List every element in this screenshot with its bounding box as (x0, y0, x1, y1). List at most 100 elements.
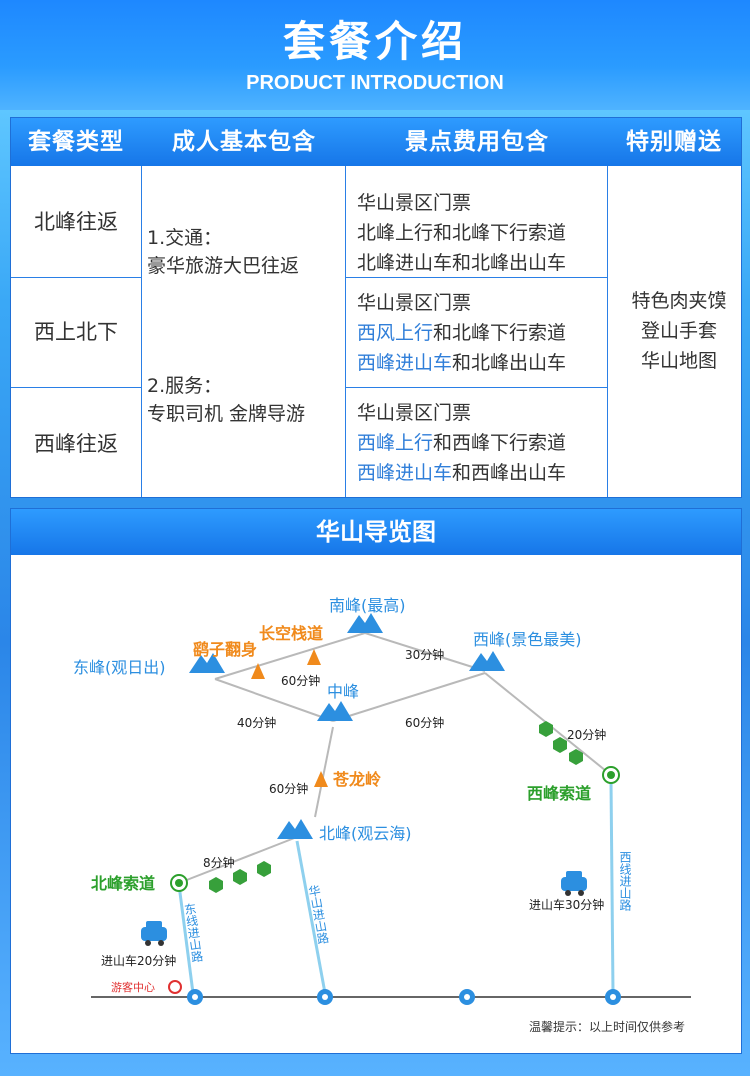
gift-item: 特色肉夹馍 (631, 290, 727, 312)
divider (607, 166, 608, 497)
stop-marker (459, 989, 475, 1005)
adult-service-title: 2.服务： (147, 375, 223, 397)
sight-marker-canglong (314, 771, 328, 787)
sight-label-changkong: 长空栈道 (259, 624, 323, 643)
fee-highlight: 西峰上行 (357, 432, 434, 454)
cableway-label-west: 西峰索道 (527, 784, 591, 803)
fee-line: 北峰进山车和北峰出山车 (357, 248, 617, 278)
peak-label-middle: 中峰 (327, 682, 359, 701)
road-east-line (177, 884, 195, 994)
header-adult-basic: 成人基本包含 (172, 129, 316, 155)
fee-text: 华山景区门票 (357, 402, 472, 424)
mountain-icon-north (277, 819, 313, 839)
time-west-cableway: 20分钟 (567, 727, 606, 742)
peak-label-east: 东峰(观日出) (73, 658, 166, 677)
fee-line: 华山景区门票 (357, 288, 617, 318)
stop-marker (605, 989, 621, 1005)
header-special-gift: 特别赠送 (626, 129, 722, 155)
route-east-south (214, 632, 366, 680)
fee-text: 华山景区门票 (357, 192, 472, 214)
time-north-cableway: 8分钟 (203, 855, 235, 870)
road-huashan (295, 840, 327, 994)
sight-marker-yaozi (251, 663, 265, 679)
adult-service-text: 专职司机 金牌导游 (147, 403, 306, 425)
recycle-icon (168, 980, 182, 994)
car-icon-east (141, 921, 167, 946)
fees-row-1: 华山景区门票北峰上行和北峰下行索道北峰进山车和北峰出山车 (357, 188, 617, 278)
fee-line: 西峰进山车和北峰出山车 (357, 348, 617, 378)
time-south-west: 30分钟 (405, 647, 444, 662)
gift-item: 华山地图 (640, 350, 717, 372)
divider (345, 387, 607, 388)
sight-label-yaozi: 鹞子翻身 (193, 640, 257, 659)
time-north-middle: 60分钟 (269, 781, 308, 796)
divider (345, 277, 607, 278)
tree-icons-north (209, 861, 271, 893)
bus-label-east: 进山车20分钟 (101, 953, 176, 968)
divider (345, 166, 346, 497)
bus-label-west: 进山车30分钟 (529, 897, 604, 912)
header-package-type: 套餐类型 (28, 129, 124, 155)
sight-marker-changkong (307, 649, 321, 665)
divider (141, 166, 142, 497)
adult-transport-title: 1.交通： (147, 227, 223, 249)
route-south-west (364, 632, 486, 672)
peak-label-south: 南峰(最高) (329, 596, 406, 615)
road-west-line (609, 780, 615, 994)
route-east-middle (214, 678, 334, 722)
fee-text: 北峰上行和北峰下行索道 (357, 222, 567, 244)
road-label-east-line: 东线进山路 (182, 902, 204, 964)
fee-highlight: 西风上行 (357, 322, 434, 344)
route-middle-west (332, 672, 486, 722)
page-subtitle: PRODUCT INTRODUCTION (246, 72, 504, 94)
peak-label-north: 北峰(观云海) (319, 824, 412, 843)
adult-transport-text: 豪华旅游大巴往返 (147, 255, 300, 277)
mountain-icon-west (469, 651, 505, 671)
cableway-icon-north (170, 874, 188, 892)
divider (11, 277, 141, 278)
map-panel: 华山导览图 (10, 508, 742, 1054)
tree-icons-west (539, 721, 583, 765)
map-note: 温馨提示：以上时间仅供参考 (529, 1019, 685, 1034)
package-type-west-round: 西峰往返 (34, 432, 118, 456)
fee-line: 西风上行和北峰下行索道 (357, 318, 617, 348)
route-north-cableway (178, 836, 298, 884)
fee-text: 北峰进山车和北峰出山车 (357, 252, 567, 274)
fee-text: 和北峰出山车 (452, 352, 567, 374)
fees-row-2: 华山景区门票西风上行和北峰下行索道西峰进山车和北峰出山车 (357, 288, 617, 378)
stop-marker (187, 989, 203, 1005)
adult-transport: 1.交通： 豪华旅游大巴往返 (147, 224, 347, 280)
divider (11, 387, 141, 388)
time-east-south: 60分钟 (281, 673, 320, 688)
map-title: 华山导览图 (11, 509, 741, 555)
visitor-center-label: 游客中心 (111, 980, 155, 994)
fee-highlight: 西峰进山车 (357, 462, 453, 484)
sight-label-canglong: 苍龙岭 (332, 770, 381, 789)
fee-line: 西峰上行和西峰下行索道 (357, 428, 617, 458)
package-table: 套餐类型 成人基本包含 景点费用包含 特别赠送 北峰往返 西上北下 西峰往返 1… (10, 117, 742, 498)
cableway-icon-west (602, 766, 620, 784)
time-middle-west: 60分钟 (405, 715, 444, 730)
gift-item: 登山手套 (640, 320, 717, 342)
page-title: 套餐介绍 (282, 17, 467, 66)
mountain-icon-middle (317, 701, 353, 721)
fee-text: 和北峰下行索道 (433, 322, 567, 344)
cableway-label-north: 北峰索道 (91, 874, 155, 893)
fee-text: 和西峰下行索道 (433, 432, 567, 454)
package-type-west-up-north-down: 西上北下 (34, 320, 118, 344)
route-middle-north (314, 726, 334, 818)
header-attraction-fees: 景点费用包含 (405, 129, 549, 155)
car-icon-west (561, 871, 587, 896)
fees-row-3: 华山景区门票西峰上行和西峰下行索道西峰进山车和西峰出山车 (357, 398, 617, 488)
table-header: 套餐类型 成人基本包含 景点费用包含 特别赠送 (11, 118, 741, 166)
mountain-icon-south (347, 613, 383, 633)
fee-highlight: 西峰进山车 (357, 352, 453, 374)
gift-list: 特色肉夹馍 登山手套 华山地图 (617, 286, 741, 376)
package-type-north-round: 北峰往返 (34, 210, 118, 234)
header-background (0, 0, 750, 110)
fee-text: 和西峰出山车 (452, 462, 567, 484)
fee-text: 华山景区门票 (357, 292, 472, 314)
stop-marker (317, 989, 333, 1005)
huashan-map: 南峰(最高) 西峰(景色最美) 东峰(观日出) 中峰 北峰(观云海) 鹞子翻身 … (73, 596, 691, 1034)
fee-line: 华山景区门票 (357, 188, 617, 218)
